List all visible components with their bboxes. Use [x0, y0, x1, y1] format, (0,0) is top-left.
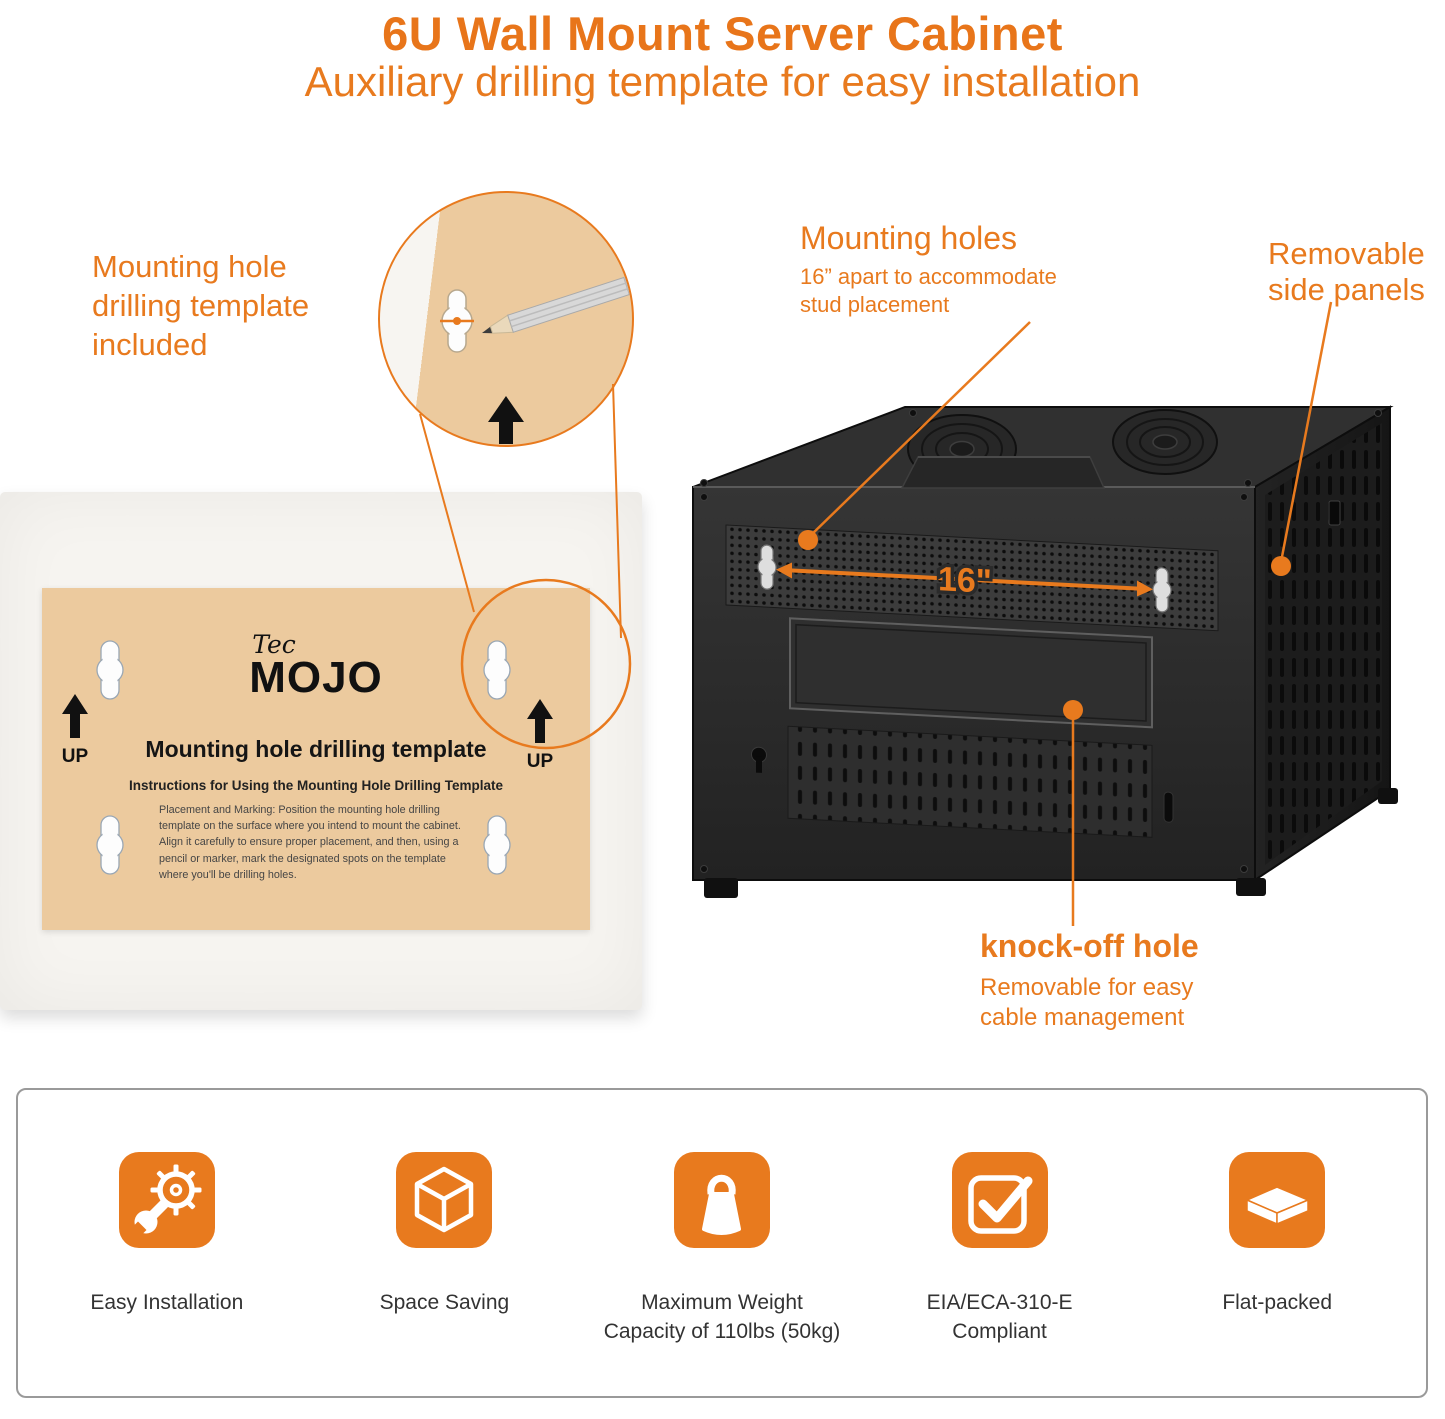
- sheet-instructions-title: Instructions for Using the Mounting Hole…: [129, 778, 503, 793]
- magnifier-graphic: [440, 275, 632, 353]
- dimension-arrow: [776, 562, 1153, 597]
- feature-icon-box: [118, 1152, 215, 1248]
- flat-box-icon: [1244, 1185, 1310, 1225]
- feature-label: EIA/ECA-310-E Compliant: [926, 1291, 1073, 1344]
- feature-compliance: EIA/ECA-310-E Compliant: [874, 1152, 1126, 1396]
- feature-label: Flat-packed: [1222, 1291, 1333, 1314]
- feature-label: Maximum Weight Capacity of 110lbs (50kg): [603, 1291, 841, 1344]
- lower-vent-band: [787, 725, 1153, 838]
- mounting-slot-right: [1152, 567, 1172, 613]
- sheet-instructions-body: Placement and Marking: Position the moun…: [159, 804, 461, 881]
- feature-icon-box: [951, 1152, 1048, 1248]
- mounting-holes-desc: 16” apart to accommodate stud placement: [800, 264, 1057, 317]
- package-box: Tec MOJO Mounting hole drilling template…: [0, 492, 642, 1010]
- up-label-right: UP: [526, 751, 554, 772]
- feature-weight-capacity: Maximum Weight Capacity of 110lbs (50kg): [596, 1152, 848, 1396]
- callout-knockoff-hole: knock-off hole Removable for easy cable …: [980, 928, 1220, 1033]
- mounting-holes-title: Mounting holes: [800, 220, 1018, 256]
- mounting-slot-left: [757, 544, 777, 590]
- sheet-heading: Mounting hole drilling template: [145, 736, 487, 762]
- callout-template-included: Mounting hole drilling template included: [92, 249, 310, 362]
- brand-name: MOJO: [249, 653, 383, 702]
- feature-easy-installation: Easy Installation: [41, 1152, 293, 1396]
- knockoff-title: knock-off hole: [980, 928, 1199, 964]
- corner-screws: [700, 409, 1382, 873]
- template-hole-bottom-left: [96, 815, 124, 875]
- wrench-gear-icon: [129, 1164, 202, 1238]
- keyhole: [751, 746, 767, 773]
- callout-mounting-holes: Mounting holes 16” apart to accommodate …: [800, 220, 1072, 318]
- knock-off-panel: [789, 617, 1153, 729]
- up-label-left: UP: [61, 746, 89, 767]
- feature-icon-box: [673, 1152, 770, 1248]
- features-strip: Easy Installation Space Saving: [16, 1088, 1428, 1398]
- feature-flat-packed: Flat-packed: [1151, 1152, 1403, 1396]
- page-subtitle: Auxiliary drilling template for easy ins…: [304, 58, 1141, 105]
- up-arrow-left-icon: [62, 694, 88, 738]
- checkmark-icon: [968, 1174, 1033, 1234]
- feature-icon-box: [1229, 1152, 1326, 1248]
- feature-space-saving: Space Saving: [318, 1152, 570, 1396]
- cabinet-feet: [704, 788, 1398, 898]
- brand-logo: Tec MOJO: [42, 632, 590, 699]
- side-latch: [1328, 500, 1341, 526]
- pencil-icon: [482, 275, 632, 334]
- right-slot: [1163, 791, 1174, 823]
- cube-icon: [414, 1166, 474, 1232]
- knockoff-desc: Removable for easy cable management: [980, 974, 1194, 1031]
- weight-icon: [702, 1174, 742, 1235]
- feature-label: Space Saving: [379, 1291, 510, 1314]
- feature-label: Easy Installation: [90, 1291, 244, 1314]
- server-cabinet-illustration: 16": [692, 405, 1398, 898]
- dimension-label: 16": [938, 560, 992, 601]
- brand-script: Tec: [252, 630, 296, 659]
- up-arrow-icon: [488, 396, 524, 444]
- zoomed-mounting-hole: [440, 289, 474, 353]
- cable-entry-plate: [900, 456, 1106, 489]
- page-title: 6U Wall Mount Server Cabinet: [382, 7, 1063, 60]
- callout-side-panels: Removable side panels: [1268, 236, 1425, 307]
- feature-icon-box: [396, 1152, 493, 1248]
- drilling-template-sheet: Tec MOJO Mounting hole drilling template…: [42, 588, 590, 930]
- template-hole-bottom-right: [483, 815, 511, 875]
